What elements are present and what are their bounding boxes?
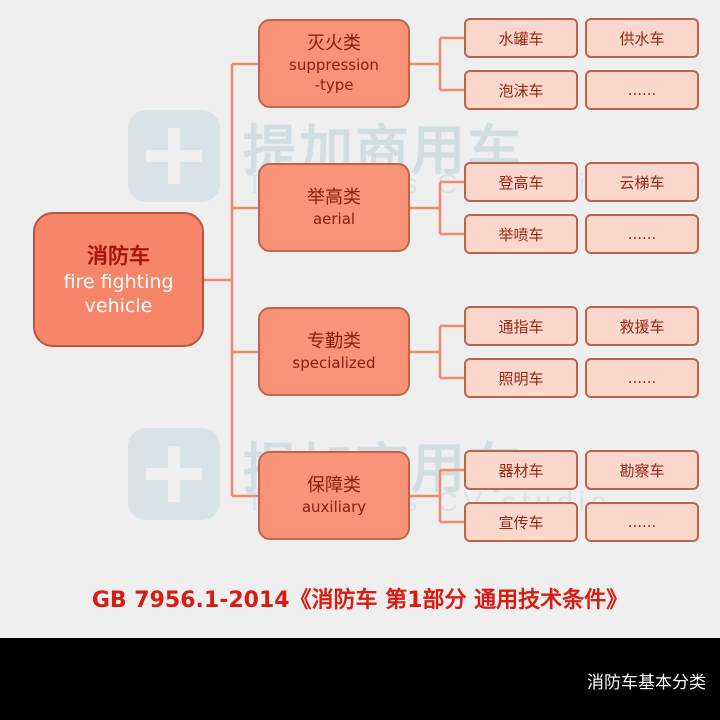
category-node-specialized: 专勤类 specialized — [258, 307, 410, 396]
leaf-node: ...... — [585, 358, 699, 398]
category-label-zh: 保障类 — [307, 474, 361, 496]
category-label-zh: 专勤类 — [307, 330, 361, 352]
caption-bar: 消防车基本分类 — [0, 638, 720, 720]
root-label-zh: 消防车 — [87, 243, 150, 268]
category-label-en: auxiliary — [301, 497, 367, 516]
leaf-node: ...... — [585, 214, 699, 254]
root-node: 消防车 fire fighting vehicle — [33, 212, 204, 347]
category-label-en: aerial — [312, 209, 356, 228]
root-label-en: vehicle — [84, 294, 153, 317]
classification-diagram: 提加商用车 TruckPlus CV studio 提加商用车 TruckPlu… — [33, 18, 699, 613]
leaf-node: 宣传车 — [464, 502, 578, 542]
leaf-node: 云梯车 — [585, 162, 699, 202]
category-label-en: -type — [314, 75, 354, 94]
leaf-node: 救援车 — [585, 306, 699, 346]
category-node-aerial: 举高类 aerial — [258, 163, 410, 252]
leaf-node: 水罐车 — [464, 18, 578, 58]
leaf-node: 泡沫车 — [464, 70, 578, 110]
root-label-en: fire fighting — [63, 270, 174, 293]
category-node-suppression: 灭火类 suppression -type — [258, 19, 410, 108]
leaf-node: 通指车 — [464, 306, 578, 346]
standard-reference: GB 7956.1-2014《消防车 第1部分 通用技术条件》 — [91, 588, 629, 613]
caption-text: 消防车基本分类 — [587, 673, 706, 693]
leaf-node: 器材车 — [464, 450, 578, 490]
leaf-node: 登高车 — [464, 162, 578, 202]
category-label-en: suppression — [289, 55, 379, 74]
connector-lines — [204, 36, 464, 524]
leaf-node: 照明车 — [464, 358, 578, 398]
leaf-node: 举喷车 — [464, 214, 578, 254]
category-label-zh: 灭火类 — [307, 32, 361, 54]
category-label-zh: 举高类 — [307, 186, 361, 208]
leaf-node: ...... — [585, 502, 699, 542]
leaf-node: ...... — [585, 70, 699, 110]
leaf-node: 勘察车 — [585, 450, 699, 490]
category-node-auxiliary: 保障类 auxiliary — [258, 451, 410, 540]
leaf-node: 供水车 — [585, 18, 699, 58]
category-label-en: specialized — [292, 353, 376, 372]
